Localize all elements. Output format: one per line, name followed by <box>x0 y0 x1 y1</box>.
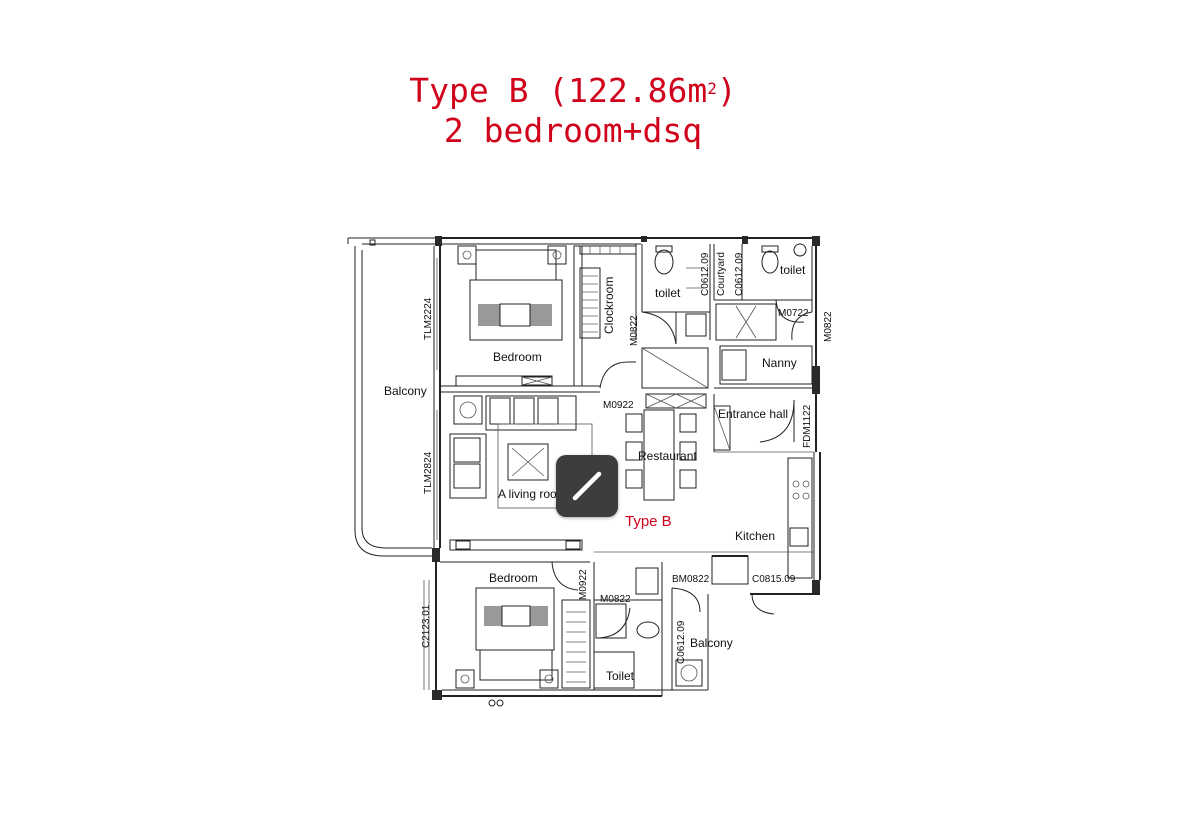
room-label-toilet-bottom: Toilet <box>606 669 635 683</box>
restaurant <box>599 361 707 501</box>
bedroom-bottom <box>440 561 591 707</box>
unit-type-label: Type B <box>625 513 672 530</box>
edit-button[interactable] <box>556 455 618 517</box>
room-label-clockroom: Clockroom <box>602 277 616 334</box>
pencil-edit-icon <box>572 471 602 501</box>
room-label-toilet-top: toilet <box>655 286 681 300</box>
balcony-bottom <box>671 587 703 690</box>
outer-walls <box>432 236 821 700</box>
code-c0815: C0815.09 <box>752 574 796 585</box>
code-c0612-a: C0612.09 <box>700 252 711 296</box>
code-c2123: C2123.01 <box>421 604 432 648</box>
toilet-top <box>641 244 711 389</box>
room-label-courtyard: Courtyard <box>716 252 727 296</box>
code-m0822-b: M0822 <box>600 594 631 605</box>
room-label-balcony-bottom: Balcony <box>690 636 733 650</box>
living-room <box>449 395 593 551</box>
room-label-living-room: A living room <box>498 487 567 501</box>
courtyard <box>686 244 776 301</box>
toilet-bottom <box>593 562 663 690</box>
clockroom-wardrobe <box>573 244 637 387</box>
plan-title-text: Type B (122.86m <box>409 71 708 110</box>
room-label-toilet-right: toilet <box>780 263 806 277</box>
bedroom-top <box>440 245 600 393</box>
code-c0612-b: C0612.09 <box>734 252 745 296</box>
code-tlm2224: TLM2224 <box>423 297 434 340</box>
left-windows <box>423 258 438 690</box>
kitchen <box>594 457 814 615</box>
code-tlm2824: TLM2824 <box>423 451 434 494</box>
code-c0612-c: C0612.09 <box>676 620 687 664</box>
room-label-entrance-hall: Entrance hall <box>718 407 788 421</box>
room-label-bedroom-top: Bedroom <box>493 350 542 364</box>
code-m0922-a: M0922 <box>603 400 634 411</box>
room-label-restaurant: Restaurant <box>638 449 697 463</box>
room-label-balcony-left: Balcony <box>384 384 427 398</box>
room-label-nanny: Nanny <box>762 356 797 370</box>
code-m0822-right: M0822 <box>823 311 834 342</box>
room-label-kitchen: Kitchen <box>735 529 775 543</box>
code-bm0822: BM0822 <box>672 574 710 585</box>
plan-title-suffix: ) <box>716 71 737 110</box>
code-m0822-a: M0822 <box>629 315 640 346</box>
code-m0922-b: M0922 <box>578 569 589 600</box>
code-fdm1122: FDM1122 <box>802 404 813 448</box>
nanny-room <box>714 303 813 389</box>
plan-title-superscript: 2 <box>707 79 717 98</box>
entrance-hall <box>713 394 814 453</box>
code-m0722: M0722 <box>778 308 809 319</box>
plan-subtitle: 2 bedroom+dsq <box>443 111 703 150</box>
toilet-right <box>761 243 812 323</box>
room-label-bedroom-bottom: Bedroom <box>489 571 538 585</box>
plan-title: Type B (122.86m2) <box>0 72 1173 110</box>
left-balcony <box>347 237 435 557</box>
